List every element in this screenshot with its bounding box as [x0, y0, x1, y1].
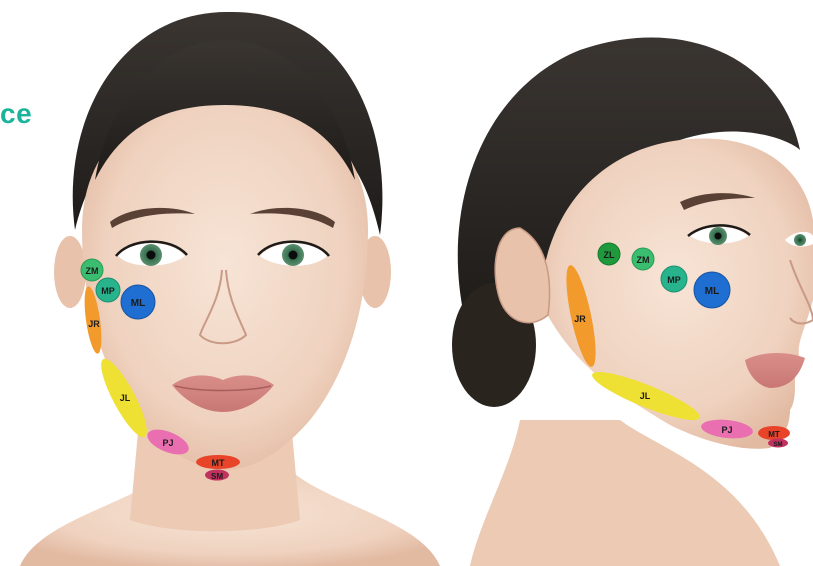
front-label-jr: JR	[88, 319, 100, 329]
side-label-pj: PJ	[721, 425, 732, 435]
side-label-sm: SM	[774, 442, 783, 448]
side-label-jr: JR	[574, 314, 586, 324]
front-label-jl: JL	[120, 393, 131, 403]
front-label-sm: SM	[211, 472, 223, 481]
front-label-mt: MT	[212, 458, 225, 468]
side-face	[452, 37, 813, 566]
side-label-mt: MT	[768, 430, 780, 439]
front-label-pj: PJ	[162, 438, 173, 448]
front-label-mp: MP	[101, 286, 115, 296]
front-label-ml: ML	[131, 298, 145, 309]
front-label-zm: ZM	[86, 266, 99, 276]
side-label-jl: JL	[640, 391, 651, 401]
title-fragment: ce	[0, 98, 32, 130]
side-label-ml: ML	[705, 286, 719, 297]
side-label-mp: MP	[667, 275, 681, 285]
side-label-zl: ZL	[604, 250, 615, 260]
front-face	[20, 12, 440, 566]
side-label-zm: ZM	[637, 255, 650, 265]
